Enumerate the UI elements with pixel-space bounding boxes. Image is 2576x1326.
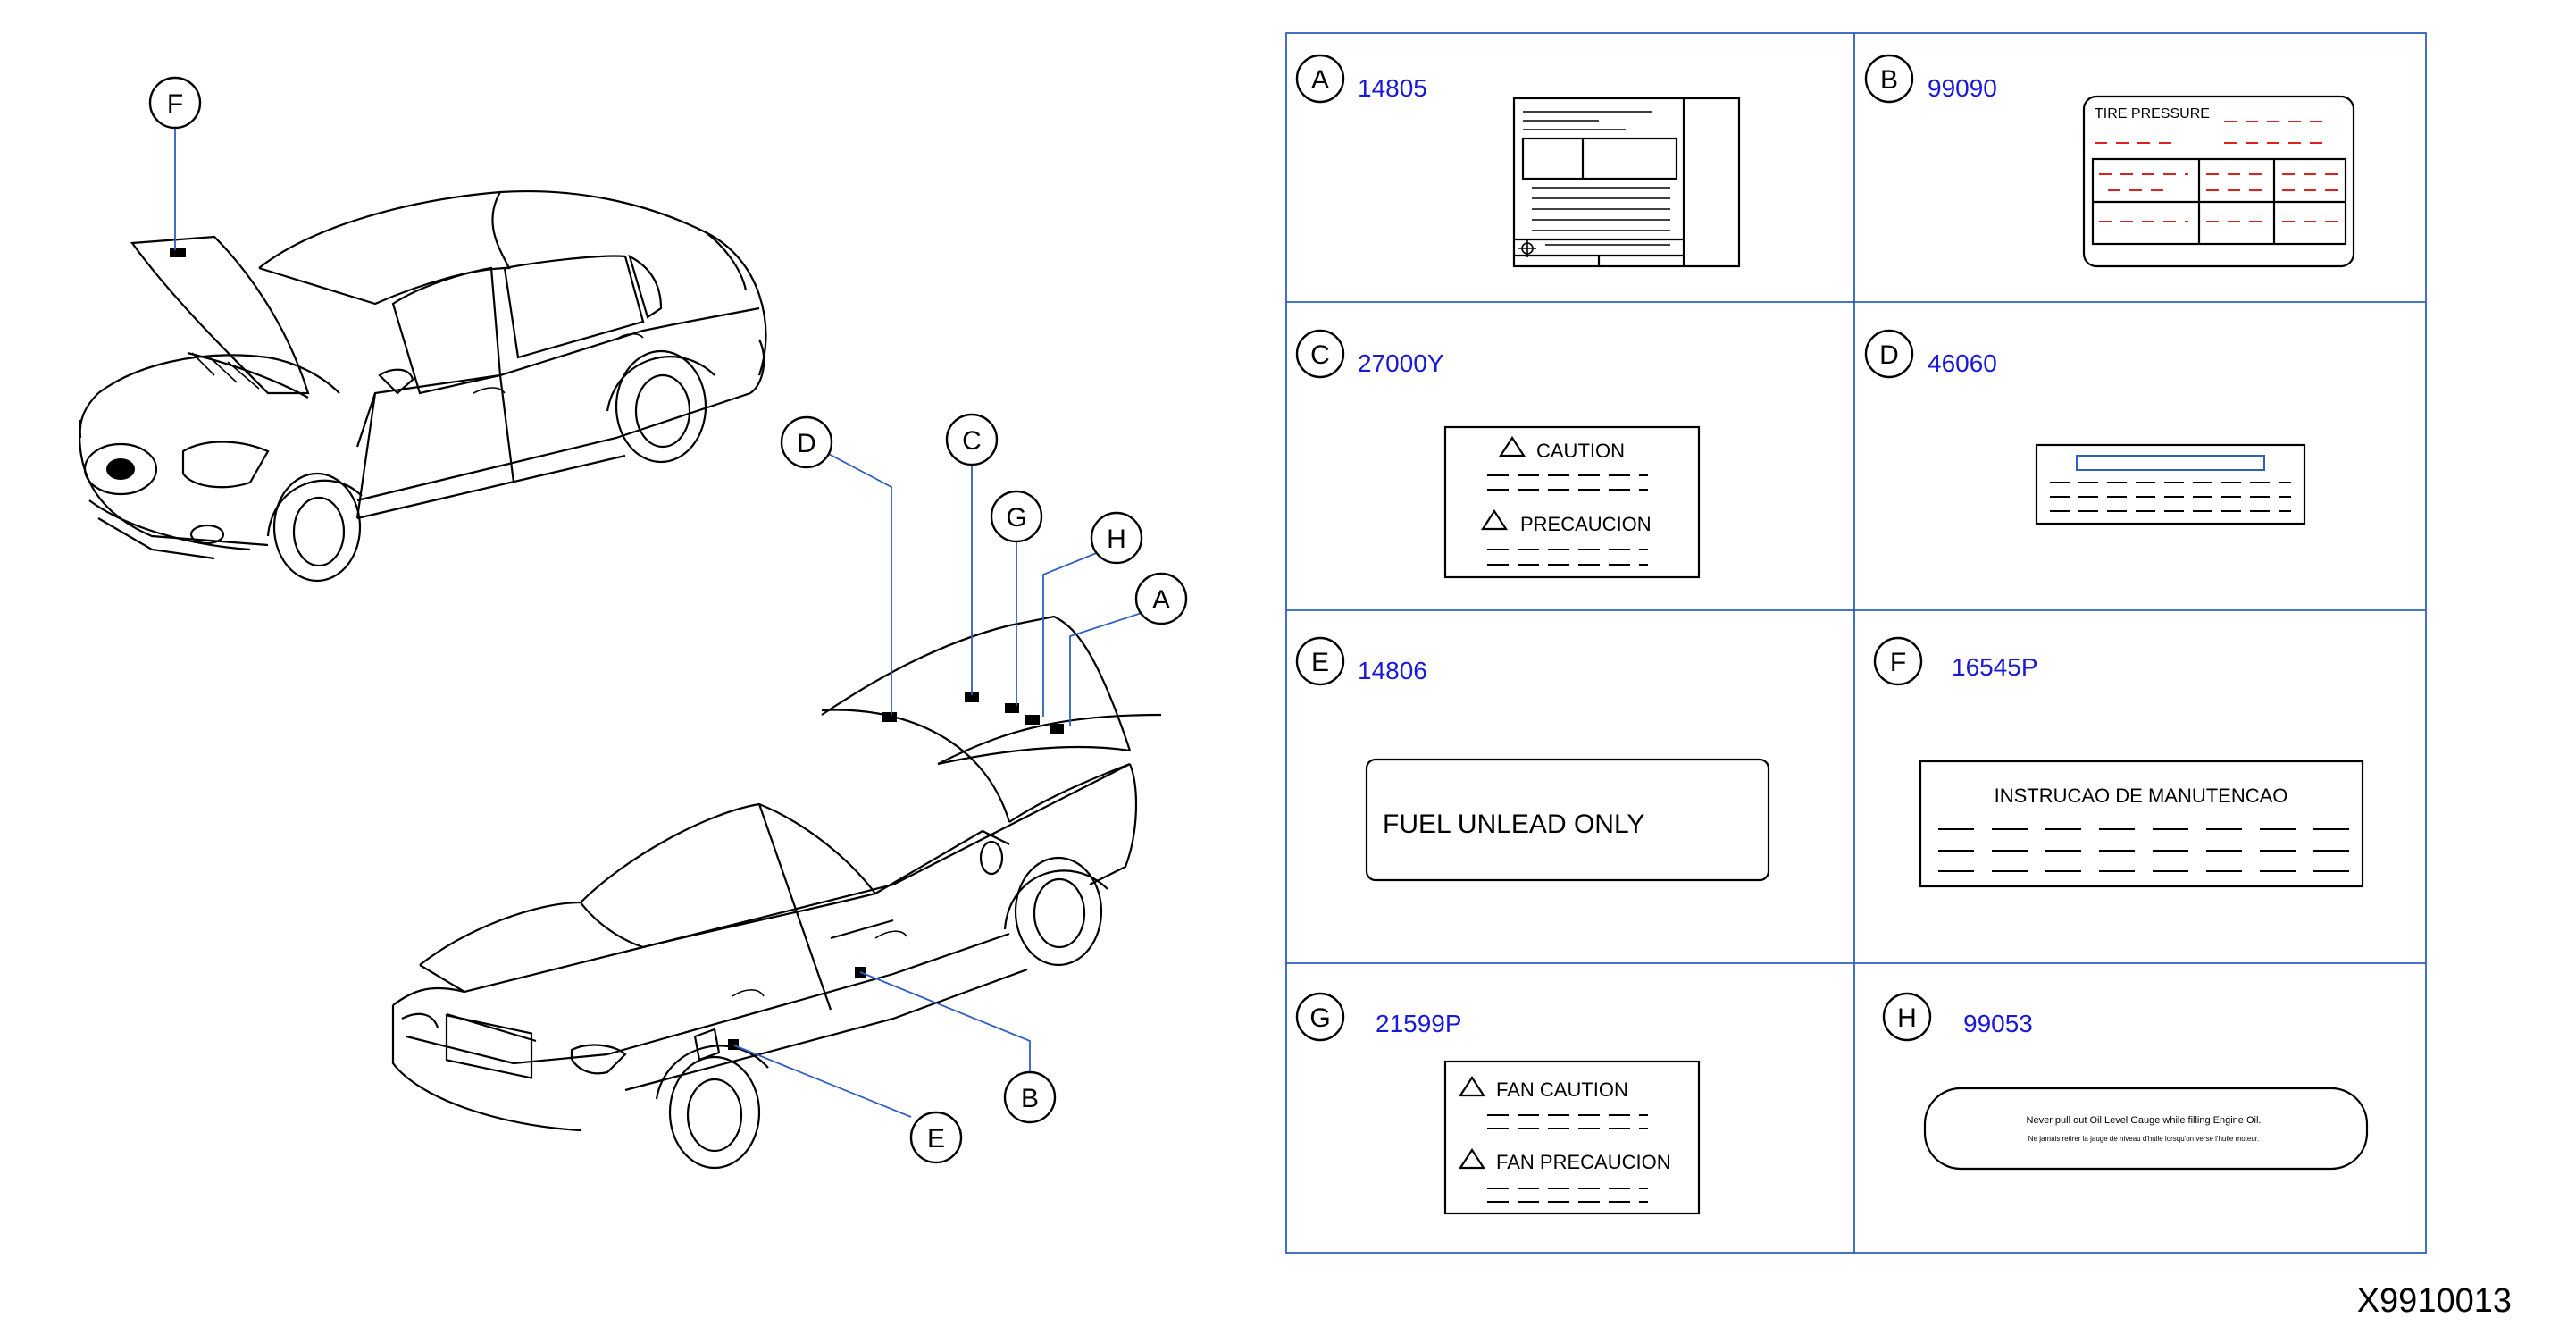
- svg-text:G: G: [1309, 1003, 1330, 1033]
- car-front-view: [79, 189, 767, 583]
- tire-pressure-title: TIRE PRESSURE: [2095, 106, 2210, 122]
- panel-e: E 14806 FUEL UNLEAD ONLY: [1295, 636, 1770, 882]
- part-number-e: 14806: [1358, 657, 1427, 684]
- callout-b: B: [1003, 1070, 1057, 1124]
- car-rear-view: [391, 615, 1162, 1170]
- svg-text:H: H: [1897, 1003, 1917, 1033]
- label-c-drawing: CAUTION PRECAUCION: [1443, 425, 1701, 579]
- panel-c: C 27000Y CAUTION PRECAUCION: [1295, 329, 1701, 579]
- svg-text:FUEL UNLEAD ONLY: FUEL UNLEAD ONLY: [1383, 810, 1644, 839]
- part-number-g: 21599P: [1376, 1010, 1462, 1037]
- panel-a: A 14805: [1295, 54, 1741, 268]
- label-g-drawing: FAN CAUTION FAN PRECAUCION: [1443, 1060, 1701, 1215]
- svg-text:B: B: [1880, 65, 1898, 95]
- callout-g: G: [990, 490, 1043, 543]
- svg-text:CAUTION: CAUTION: [1536, 440, 1625, 462]
- panel-b: B 99090 TIRE PRESSURE: [1864, 54, 2355, 268]
- callout-e: E: [909, 1111, 963, 1164]
- svg-text:C: C: [962, 426, 982, 456]
- callout-f: F: [148, 76, 202, 130]
- part-number-f: 16545P: [1952, 653, 2038, 681]
- panel-d: D 46060: [1864, 329, 2306, 525]
- label-h-drawing: Never pull out Oil Level Gauge while fil…: [1923, 1087, 2369, 1171]
- svg-text:Ne jamais retirer la: Ne jamais retirer la jauge de niveau d'h…: [2028, 1135, 2260, 1143]
- callout-d: D: [780, 415, 833, 469]
- callout-h: H: [1090, 511, 1143, 565]
- svg-text:FAN PRECAUCION: FAN PRECAUCION: [1496, 1151, 1671, 1173]
- leader-lines: [174, 121, 1142, 1118]
- label-b-drawing: TIRE PRESSURE: [2082, 95, 2355, 268]
- label-f-drawing: INSTRUCAO DE MANUTENCAO: [1919, 760, 2364, 888]
- svg-text:F: F: [167, 89, 183, 119]
- svg-text:FAN CAUTION: FAN CAUTION: [1496, 1078, 1628, 1101]
- callout-circles: F D C G H A B E: [148, 76, 1188, 1164]
- svg-text:Never pull out Oil: Never pull out Oil Level Gauge while fil…: [2027, 1115, 2262, 1126]
- panel-g: G 21599P FAN CAUTION FAN PRECAUCION: [1295, 992, 1701, 1215]
- svg-text:F: F: [1890, 648, 1906, 677]
- part-number-c: 27000Y: [1358, 349, 1444, 377]
- label-d-drawing: [2035, 443, 2306, 525]
- panel-h: H 99053 Never pull out Oil Level Gauge w…: [1882, 992, 2369, 1171]
- label-e-drawing: FUEL UNLEAD ONLY: [1365, 758, 1770, 882]
- svg-text:G: G: [1006, 503, 1026, 533]
- callout-c: C: [945, 413, 999, 466]
- label-a-drawing: [1512, 97, 1741, 268]
- diagram-id: X9910013: [2357, 1282, 2512, 1320]
- part-number-b: 99090: [1928, 74, 1997, 102]
- svg-text:C: C: [1310, 340, 1330, 370]
- part-number-h: 99053: [1963, 1010, 2033, 1037]
- callout-a: A: [1134, 572, 1188, 625]
- part-number-a: 14805: [1358, 74, 1427, 102]
- svg-text:PRECAUCION: PRECAUCION: [1520, 513, 1652, 535]
- svg-text:E: E: [1311, 648, 1329, 677]
- svg-text:D: D: [1879, 340, 1899, 370]
- svg-text:E: E: [927, 1124, 945, 1154]
- part-number-d: 46060: [1928, 349, 1997, 377]
- svg-text:A: A: [1311, 65, 1329, 95]
- panel-f: F 16545P INSTRUCAO DE MANUTENCAO: [1873, 636, 2364, 888]
- svg-text:A: A: [1152, 585, 1170, 615]
- svg-text:B: B: [1021, 1084, 1039, 1113]
- parts-grid: [1285, 32, 2427, 1254]
- svg-text:INSTRUCAO DE MANUTENCAO: INSTRUCAO DE MANUTENCAO: [1995, 785, 2288, 807]
- svg-text:D: D: [797, 429, 816, 458]
- svg-text:H: H: [1107, 525, 1126, 554]
